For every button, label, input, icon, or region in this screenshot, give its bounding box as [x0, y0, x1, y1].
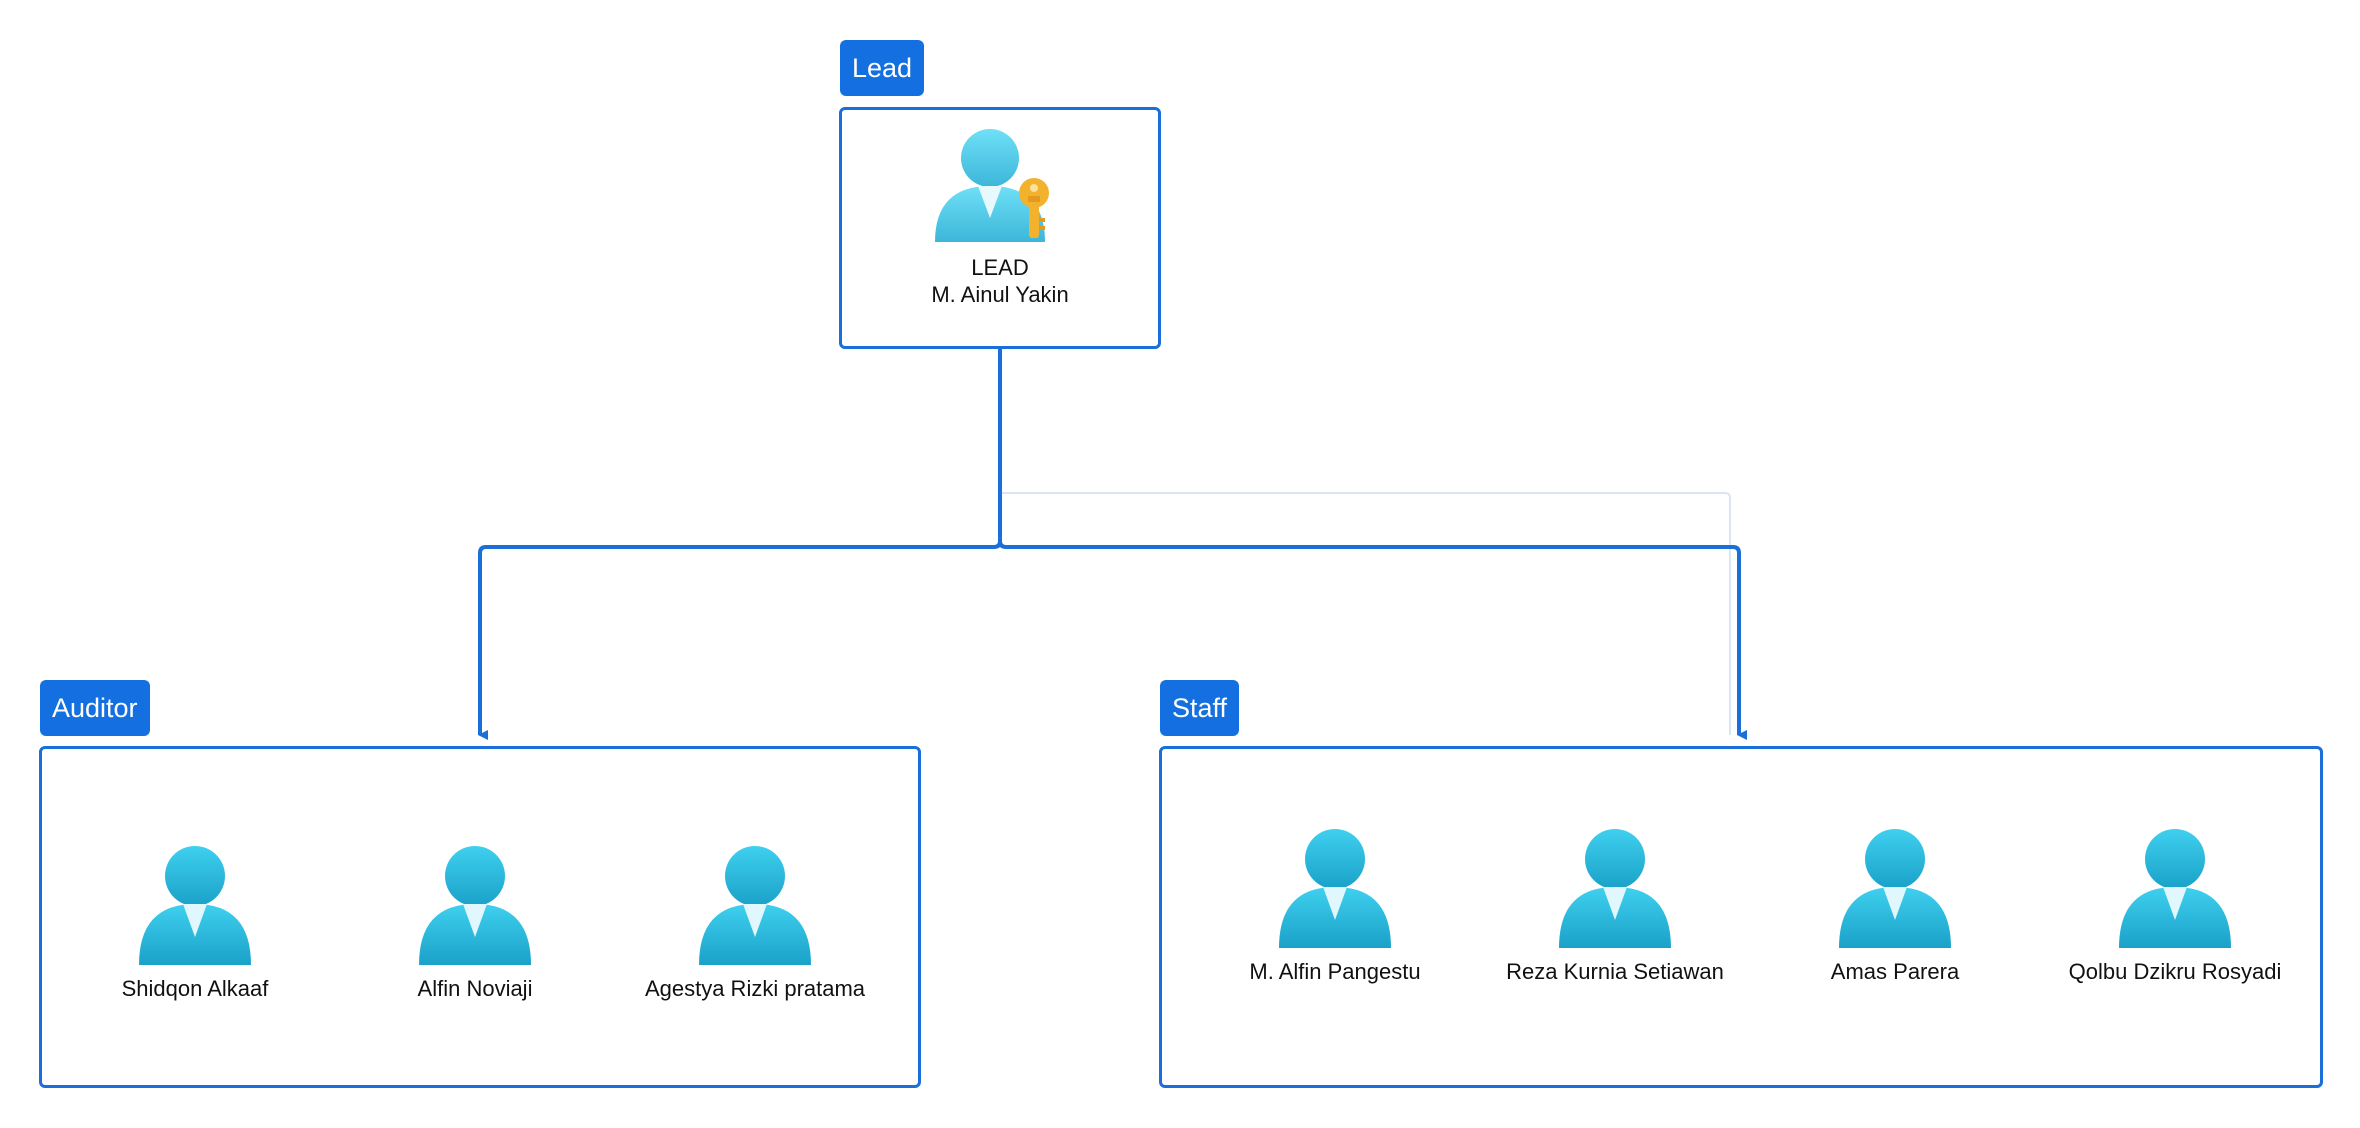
- faint-guide-line: [1000, 492, 1731, 735]
- staff-member-3[interactable]: Amas Parera: [1775, 828, 2015, 985]
- user-icon: [1839, 829, 1951, 948]
- connector-lead-staff: [998, 348, 1747, 740]
- lead-role: LEAD: [971, 255, 1029, 280]
- user-icon: [2119, 829, 2231, 948]
- user-icon: [139, 846, 251, 965]
- auditor-member-1[interactable]: Shidqon Alkaaf: [75, 845, 315, 1002]
- connector-lead-auditor: [478, 348, 1002, 740]
- user-icon: [1559, 829, 1671, 948]
- staff-member-1[interactable]: M. Alfin Pangestu: [1215, 828, 1455, 985]
- member-name: Agestya Rizki pratama: [644, 976, 866, 1001]
- user-key-icon: [935, 129, 1049, 242]
- user-icon: [1279, 829, 1391, 948]
- member-name: Alfin Noviaji: [417, 976, 533, 1001]
- auditor-member-2[interactable]: Alfin Noviaji: [355, 845, 595, 1002]
- key-icon: [1019, 178, 1049, 238]
- group-tag-staff: Staff: [1160, 680, 1240, 736]
- user-icon: [699, 846, 811, 965]
- member-name: Qolbu Dzikru Rosyadi: [2068, 959, 2282, 984]
- member-name: Reza Kurnia Setiawan: [1506, 959, 1724, 984]
- lead-card[interactable]: LEAD M. Ainul Yakin: [840, 126, 1160, 308]
- member-name: Shidqon Alkaaf: [121, 976, 269, 1001]
- staff-member-2[interactable]: Reza Kurnia Setiawan: [1495, 828, 1735, 985]
- auditor-member-3[interactable]: Agestya Rizki pratama: [635, 845, 875, 1002]
- staff-member-4[interactable]: Qolbu Dzikru Rosyadi: [2055, 828, 2295, 985]
- lead-name: M. Ainul Yakin: [931, 282, 1069, 307]
- group-tag-lead: Lead: [840, 40, 925, 96]
- group-tag-auditor: Auditor: [40, 680, 150, 736]
- member-name: M. Alfin Pangestu: [1249, 959, 1421, 984]
- user-icon: [419, 846, 531, 965]
- member-name: Amas Parera: [1830, 959, 1960, 984]
